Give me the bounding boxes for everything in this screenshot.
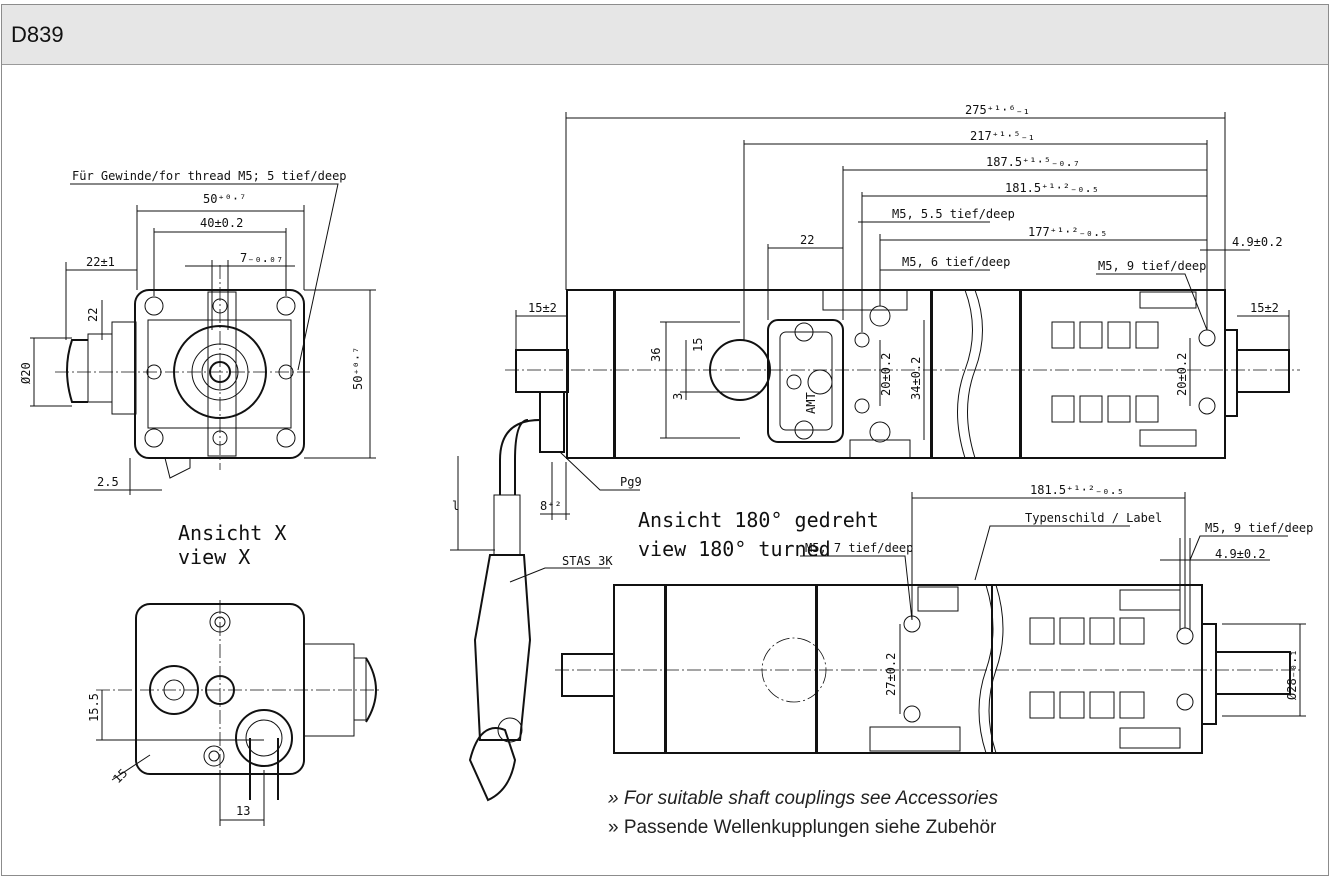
dim-177: 177⁺¹·²₋₀.₅ [1028, 225, 1107, 239]
dim-8: 8⁺² [540, 499, 562, 513]
dim-34: 34±0.2 [909, 357, 923, 400]
dim-181-5-bottom: 181.5⁺¹·²₋₀.₅ [1030, 483, 1124, 497]
dim-181-5: 181.5⁺¹·²₋₀.₅ [1005, 181, 1099, 195]
thread-note-label: Für Gewinde/for thread M5; 5 tief/deep [72, 169, 347, 183]
dim-28-dia: Ø28₋₀.₁ [1285, 649, 1299, 700]
m5-9-bottom-label: M5, 9 tief/deep [1205, 521, 1313, 535]
dim-187-5: 187.5⁺¹·⁵₋₀.₇ [986, 155, 1080, 169]
dim-4-9-top: 4.9±0.2 [1232, 235, 1283, 249]
dim-22-side: 22 [86, 308, 100, 322]
dim-275: 275⁺¹·⁶₋₁ [965, 103, 1030, 117]
m5-5-5-label: M5, 5.5 tief/deep [892, 207, 1015, 221]
dim-15-right: 15±2 [1250, 301, 1279, 315]
front-view [30, 183, 376, 495]
side-view [450, 112, 1300, 802]
dim-15-angle: 15 [110, 766, 130, 786]
header-bar: D839 [2, 5, 1328, 65]
brand-label: AMT [804, 392, 818, 414]
dim-217: 217⁺¹·⁵₋₁ [970, 129, 1035, 143]
dim-22-1: 22±1 [86, 255, 115, 269]
dim-15-left: 15±2 [528, 301, 557, 315]
view-x-label-de: Ansicht X [178, 521, 286, 545]
dim-2-5: 2.5 [97, 475, 119, 489]
page-title: D839 [11, 22, 64, 47]
dim-7: 7₋₀.₀₇ [240, 251, 283, 265]
m5-7-label: M5, 7 tief/deep [805, 541, 913, 555]
view-x-label-en: view X [178, 545, 250, 569]
dim-15-5: 15.5 [87, 693, 101, 722]
dim-36: 36 [649, 348, 663, 362]
dim-l: l [452, 499, 459, 513]
dim-50-right: 50⁺⁰·⁷ [351, 347, 365, 390]
note-couplings-de: » Passende Wellenkupplungen siehe Zubehö… [608, 817, 997, 838]
dim-50-top: 50⁺⁰·⁷ [203, 192, 246, 206]
m5-9-top-label: M5, 9 tief/deep [1098, 259, 1206, 273]
dim-20-dia: Ø20 [19, 362, 33, 384]
turned-view-label-en: view 180° turned [638, 537, 831, 561]
dim-22-top: 22 [800, 233, 814, 247]
typenschild-label: Typenschild / Label [1025, 511, 1162, 525]
pg9-label: Pg9 [620, 475, 642, 489]
dim-40: 40±0.2 [200, 216, 243, 230]
turned-view-label-de: Ansicht 180° gedreht [638, 508, 879, 532]
stas-label: STAS 3K [562, 554, 613, 568]
note-couplings-en: » For suitable shaft couplings see Acces… [608, 788, 999, 809]
dim-20-right: 20±0.2 [1175, 353, 1189, 396]
dim-20-mid: 20±0.2 [879, 353, 893, 396]
dim-4-9-bottom: 4.9±0.2 [1215, 547, 1266, 561]
dim-3: 3 [671, 393, 685, 400]
dim-13: 13 [236, 804, 250, 818]
view-x-drawing [96, 600, 380, 826]
dim-27: 27±0.2 [884, 653, 898, 696]
turned-view [555, 492, 1306, 754]
dim-15-v: 15 [691, 338, 705, 352]
m5-6-label: M5, 6 tief/deep [902, 255, 1010, 269]
